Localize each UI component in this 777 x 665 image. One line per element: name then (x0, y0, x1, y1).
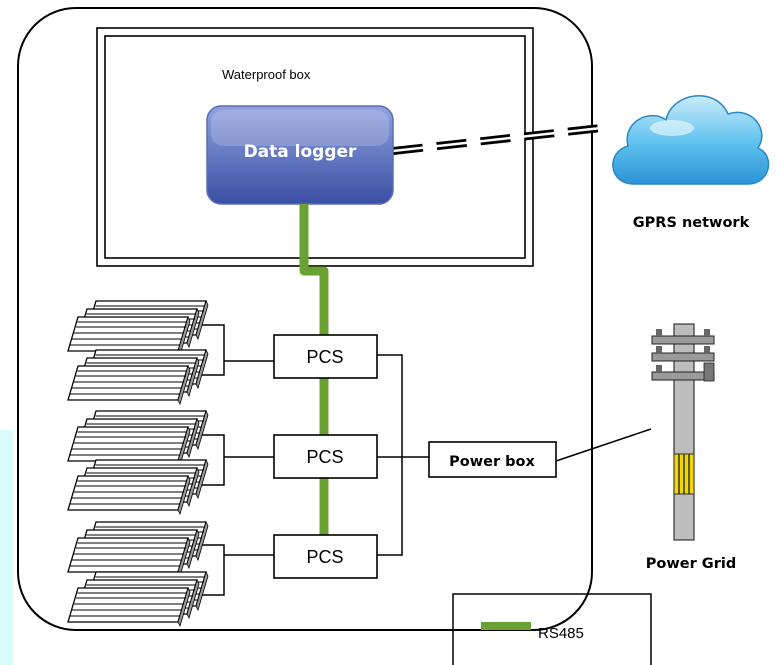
pcs-box[interactable]: PCS (273, 334, 378, 379)
gprs-link (392, 123, 611, 155)
pcs-box[interactable]: PCS (273, 534, 378, 579)
solar-panel-icon (68, 350, 208, 404)
pcs-label: PCS (306, 447, 343, 467)
legend-rs485-swatch (481, 622, 531, 630)
waterproof-box-label: Waterproof box (222, 67, 311, 82)
data-logger-label: Data logger (244, 142, 357, 162)
solar-panel-icon (68, 411, 208, 465)
solar-panel-icon (68, 522, 208, 576)
legend: RS485 (481, 622, 584, 642)
cloud-icon (612, 95, 770, 185)
waterproof-box-inner (104, 35, 526, 259)
power-box[interactable]: Power box (428, 441, 557, 478)
pole-yellow-band (673, 453, 695, 495)
power-box-label: Power box (449, 454, 535, 470)
pcs-label: PCS (306, 347, 343, 367)
power-pole-icon (651, 323, 715, 541)
pcs-box[interactable]: PCS (273, 434, 378, 479)
data-logger-box[interactable]: Data logger (206, 105, 394, 205)
left-edge-tint (0, 430, 13, 665)
solar-panel-icon (68, 572, 208, 626)
solar-panel-icon (68, 301, 208, 355)
legend-rs485-label: RS485 (538, 625, 584, 642)
panel-wiring (183, 324, 652, 665)
power-grid-label: Power Grid (646, 556, 736, 572)
pcs-label: PCS (306, 547, 343, 567)
solar-panel-icon (68, 460, 208, 514)
outer-enclosure (17, 7, 593, 631)
rs485-bus (299, 204, 329, 538)
gprs-network-label: GPRS network (633, 215, 750, 231)
